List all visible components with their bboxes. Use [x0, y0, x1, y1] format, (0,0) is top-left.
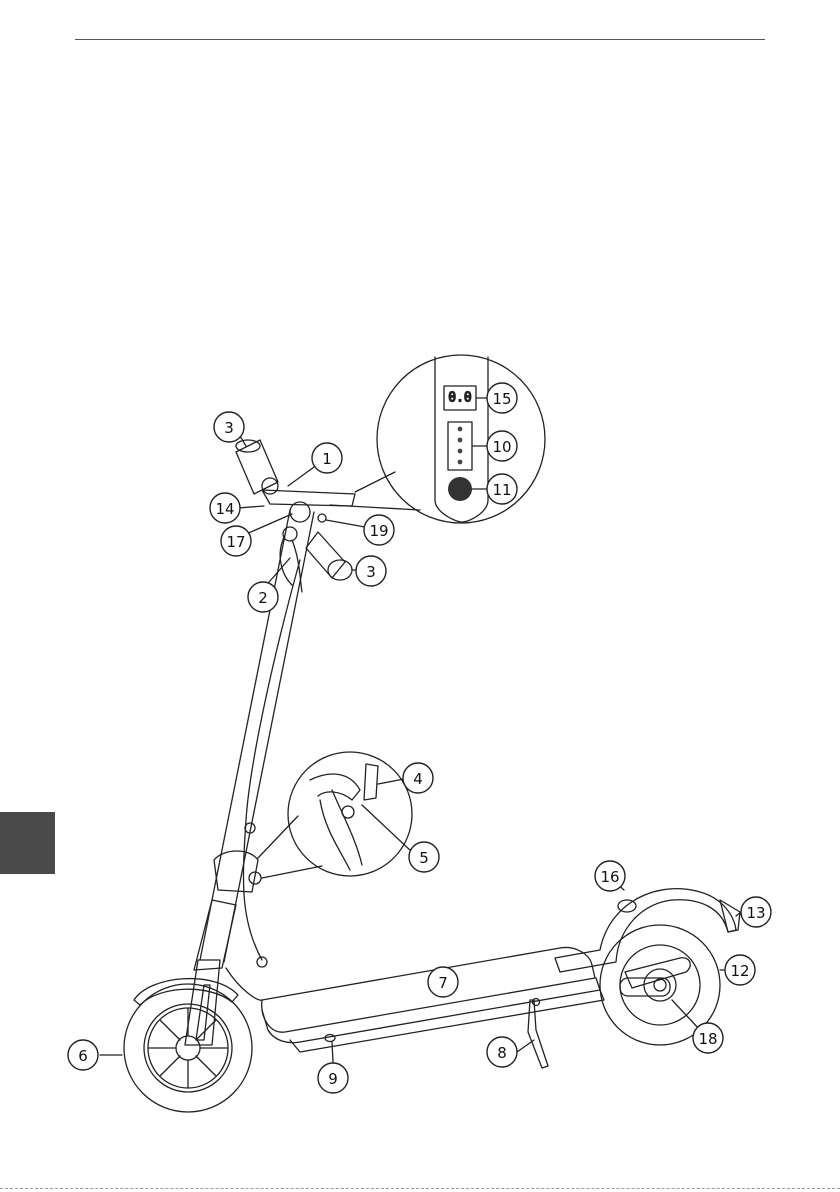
callout-number: 14 — [215, 500, 234, 518]
front-wheel — [124, 984, 252, 1112]
cable-clip — [257, 957, 267, 967]
callout-16: 16 — [595, 861, 625, 891]
callout-3b: 3 — [356, 556, 386, 586]
callout-number: 1 — [322, 450, 332, 468]
callout-15: 15 — [487, 383, 517, 413]
brake-cable — [243, 560, 300, 960]
callout-12: 12 — [725, 955, 755, 985]
callout-number: 17 — [226, 533, 245, 551]
callout-2: 2 — [248, 582, 278, 612]
front-fender — [134, 979, 238, 1005]
callout-number: 7 — [438, 974, 448, 992]
front-fork — [185, 960, 220, 1045]
callout-number: 12 — [730, 962, 749, 980]
callout-number: 8 — [497, 1044, 507, 1062]
fold-zoom — [258, 752, 412, 878]
callout-number: 3 — [366, 563, 376, 581]
deck — [226, 947, 604, 1052]
disc-brake — [625, 958, 690, 988]
callout-14: 14 — [210, 493, 240, 523]
callout-13: 13 — [741, 897, 771, 927]
rear-fender — [555, 889, 736, 972]
callout-8: 8 — [487, 1037, 517, 1067]
callout-number: 5 — [419, 849, 429, 867]
rear-brake-pedal — [618, 900, 636, 912]
callout-number: 18 — [698, 1030, 717, 1048]
callout-number: 11 — [492, 481, 511, 499]
callout-10: 10 — [487, 431, 517, 461]
callout-1: 1 — [312, 443, 342, 473]
callout-6: 6 — [68, 1040, 98, 1070]
callout-5: 5 — [409, 842, 439, 872]
callout-4: 4 — [403, 763, 433, 793]
callout-7: 7 — [428, 967, 458, 997]
callout-number: 16 — [600, 868, 619, 886]
callout-number: 9 — [328, 1070, 338, 1088]
fork-slot — [196, 985, 210, 1040]
callout-number: 4 — [413, 770, 423, 788]
callout-11: 11 — [487, 474, 517, 504]
callout-number: 15 — [492, 390, 511, 408]
callout-number: 6 — [78, 1047, 88, 1065]
callout-18: 18 — [693, 1023, 723, 1053]
display-readout: 0.0 — [448, 391, 471, 406]
callout-3a: 3 — [214, 412, 244, 442]
callout-number: 2 — [258, 589, 268, 607]
callout-number: 19 — [369, 522, 388, 540]
steering-stem — [194, 510, 314, 970]
callout-number: 10 — [492, 438, 511, 456]
callout-17: 17 — [221, 526, 251, 556]
callout-19: 19 — [364, 515, 394, 545]
callout-9: 9 — [318, 1063, 348, 1093]
callout-number: 13 — [746, 904, 765, 922]
callout-number: 3 — [224, 419, 234, 437]
